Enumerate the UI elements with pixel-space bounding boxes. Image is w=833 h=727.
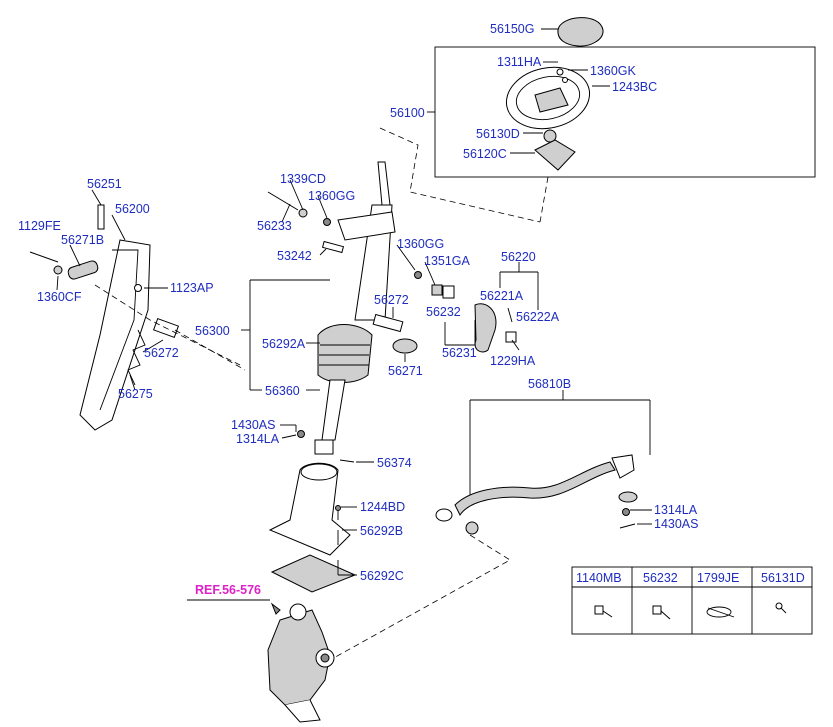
- table-header-3: 1799JE: [697, 571, 739, 585]
- label-56231: 56231: [442, 346, 477, 360]
- label-56292C: 56292C: [360, 569, 404, 583]
- cable-tie-icon: [706, 606, 735, 618]
- label-56150G: 56150G: [490, 22, 534, 36]
- label-56251: 56251: [87, 177, 122, 191]
- steering-column-group: [267, 161, 517, 593]
- label-56374: 56374: [377, 456, 412, 470]
- label-56292A: 56292A: [262, 337, 306, 351]
- label-1243BC: 1243BC: [612, 80, 657, 94]
- column-bracket: [337, 211, 396, 241]
- plate-part: [534, 139, 576, 171]
- label-1314LA-b: 1314LA: [654, 503, 698, 517]
- label-56360: 56360: [265, 384, 300, 398]
- horn-pad-part: [557, 17, 604, 47]
- label-56810B: 56810B: [528, 377, 571, 391]
- label-1351GA: 1351GA: [424, 254, 471, 268]
- label-56120C: 56120C: [463, 147, 507, 161]
- label-56233: 56233: [257, 219, 292, 233]
- tie-rod-part: [454, 461, 616, 516]
- column-boot: [317, 324, 373, 383]
- ref-label[interactable]: REF.56-576: [195, 583, 261, 597]
- label-1123AP: 1123AP: [170, 281, 214, 295]
- label-56221A: 56221A: [480, 289, 524, 303]
- pin-part-left: [97, 204, 105, 230]
- screw-icon: [775, 602, 787, 614]
- parts-table: 1140MB 56232 1799JE 56131D: [571, 566, 813, 635]
- bolt-icon: [652, 605, 671, 620]
- label-56271: 56271: [388, 364, 423, 378]
- label-1360GG-b: 1360GG: [397, 237, 444, 251]
- label-56272-a: 56272: [374, 293, 409, 307]
- label-56100: 56100: [390, 106, 425, 120]
- label-1430AS-b: 1430AS: [654, 517, 698, 531]
- column-shaft-top: [377, 161, 391, 206]
- label-56200: 56200: [115, 202, 150, 216]
- lever-part: [474, 303, 497, 353]
- universal-joint: [314, 439, 334, 455]
- table-header-1: 1140MB: [576, 571, 622, 585]
- label-56292B: 56292B: [360, 524, 403, 538]
- label-1339CD: 1339CD: [280, 172, 326, 186]
- tie-rod-group: [435, 390, 652, 535]
- label-1311HA: 1311HA: [497, 55, 542, 69]
- label-56275: 56275: [118, 387, 153, 401]
- label-1360CF: 1360CF: [37, 290, 82, 304]
- floor-plate-part: [270, 554, 357, 593]
- label-1129FE: 1129FE: [18, 219, 61, 233]
- bracket-part: [79, 239, 151, 431]
- clip-part: [392, 338, 418, 354]
- label-56222A: 56222A: [516, 310, 560, 324]
- pedal-bracket-group: [29, 189, 180, 431]
- label-1430AS-a: 1430AS: [231, 418, 275, 432]
- gear-box-group: [187, 599, 335, 723]
- steering-wheel-group: [427, 17, 816, 178]
- label-56220: 56220: [501, 250, 536, 264]
- label-56232: 56232: [426, 305, 461, 319]
- label-53242: 53242: [277, 249, 312, 263]
- label-56300: 56300: [195, 324, 230, 338]
- bolt-icon: [594, 605, 613, 618]
- floor-boot-part: [268, 462, 351, 556]
- labels: 56150G 1311HA 1360GK 1243BC 56100 56130D…: [18, 22, 698, 597]
- label-56272-b: 56272: [144, 346, 179, 360]
- pin-part: [372, 313, 404, 333]
- label-56271B: 56271B: [61, 233, 104, 247]
- label-1229HA: 1229HA: [490, 354, 536, 368]
- label-1360GG-a: 1360GG: [308, 189, 355, 203]
- label-1360GK: 1360GK: [590, 64, 637, 78]
- label-56130D: 56130D: [476, 127, 520, 141]
- table-header-4: 56131D: [761, 571, 805, 585]
- table-header-2: 56232: [643, 571, 678, 585]
- label-1244BD: 1244BD: [360, 500, 405, 514]
- lower-shaft: [321, 379, 346, 441]
- steering-gear-part: [267, 609, 331, 706]
- label-1314LA-a: 1314LA: [236, 432, 280, 446]
